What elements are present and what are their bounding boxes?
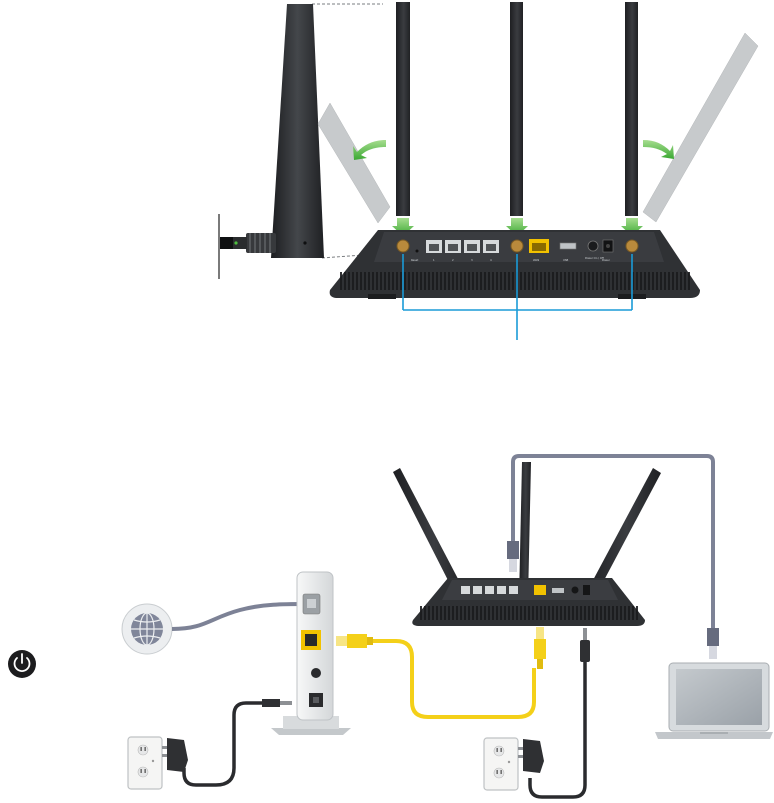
antenna-ghost-right [643,33,758,222]
ethernet-cable-yellow [372,641,534,717]
wall-outlet-icon [484,738,518,790]
router-foot-left [368,294,396,299]
antenna-closeup-jack [220,237,233,249]
ethernet-plug-modem-yellow [336,634,373,648]
router-power-plug [580,628,590,662]
modem [271,572,351,735]
router-rear-view: Reset 1 2 3 4 WAN USB [330,230,700,299]
ethernet-plug-router-gray [507,541,519,572]
power-jack-label: Power [602,258,611,262]
antenna-connector-left [397,240,409,252]
antenna-connector-center [511,240,523,252]
antenna-closeup-body [271,4,324,258]
antenna-closeup-jack-pin [234,241,237,244]
power-icon [8,650,36,678]
ethernet-plug-router-yellow [534,627,546,669]
rotate-arrow-right-icon [643,140,674,159]
ethernet-plug-laptop-gray [707,628,719,659]
power-adapter-router [518,739,544,773]
router-power-cable [530,660,585,797]
router-rear-angle [393,462,661,626]
wan-label: WAN [533,258,539,262]
antenna-ghost-left [318,103,390,223]
cabling-panel [8,456,773,797]
laptop-icon [655,663,773,739]
antenna-closeup-hinge [303,241,306,244]
router-wan-port[interactable] [534,585,546,595]
modem-power-plug [262,699,292,707]
internet-cable [172,604,305,629]
reset-button[interactable] [416,250,419,253]
router-rear-vents [340,272,690,290]
modem-power-jack[interactable] [311,668,321,678]
globe-icon [122,604,172,654]
modem-power-cable [184,703,262,785]
antenna-closeup-tip [232,237,247,249]
usb-label: USB [563,258,569,262]
antenna-closeup [219,4,324,279]
antenna-left [396,2,410,216]
reset-label: Reset [411,258,418,262]
antenna-right [625,2,638,216]
antenna-connector-right [626,240,638,252]
power-adapter-modem [162,738,188,772]
usb-port[interactable] [560,243,576,249]
antenna-installation-panel: Reset 1 2 3 4 WAN USB [219,2,758,340]
antenna-center [510,2,523,216]
rotate-arrow-left-icon [353,140,386,160]
wall-outlet-icon [128,737,162,789]
power-switch[interactable] [588,241,598,251]
